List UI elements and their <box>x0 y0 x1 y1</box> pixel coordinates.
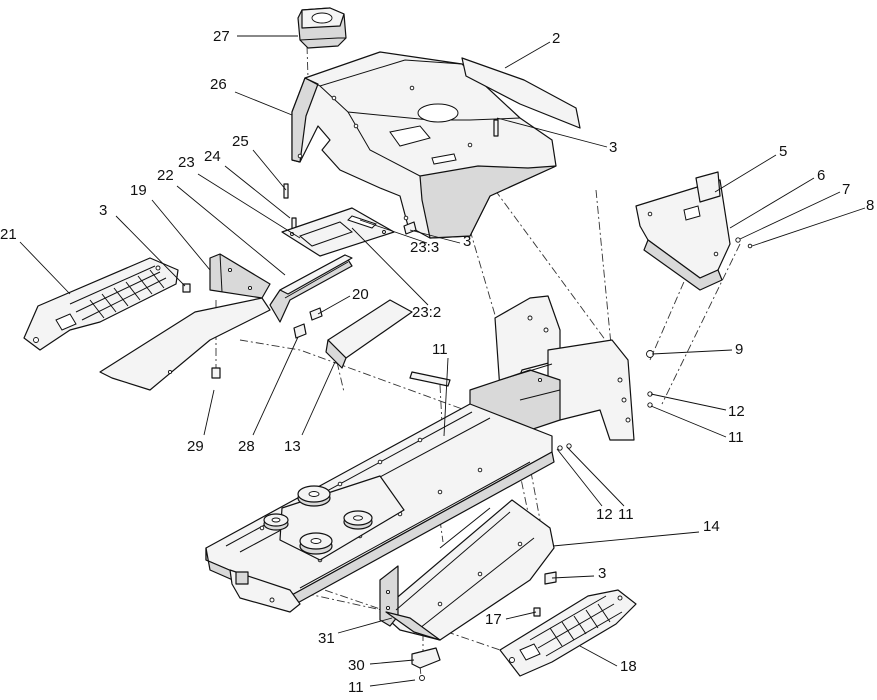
leader-line-c31 <box>337 617 393 634</box>
leader-line-c20 <box>317 295 351 315</box>
leader-line-c17 <box>505 611 537 620</box>
callout-label-c11a: 11 <box>432 341 448 358</box>
leader-line-c7 <box>739 191 841 240</box>
clip-part <box>411 647 441 681</box>
callout-label-c11c: 11 <box>618 506 634 523</box>
callout-layer: 27 2 26 3 25 5 24 23 6 22 7 19 8 3 21 23:3 3 20 23:2 9 11 12 1… <box>0 28 874 696</box>
leader-line-c3a <box>496 117 608 148</box>
callout-label-c8: 8 <box>866 197 874 214</box>
callout-label-c27: 27 <box>213 28 230 45</box>
leader-line-c28 <box>252 336 299 436</box>
upper-panel-part <box>281 207 395 257</box>
leader-line-c23_3 <box>359 219 428 244</box>
leader-line-c26 <box>234 91 293 116</box>
callout-label-c21: 21 <box>0 226 17 243</box>
callout-label-c3b: 3 <box>99 202 107 219</box>
callout-label-c14: 14 <box>703 518 720 535</box>
leader-line-c3b <box>115 215 186 287</box>
callout-label-c20: 20 <box>352 286 369 303</box>
console-cap-part <box>297 7 347 49</box>
leader-line-c11a <box>443 357 449 437</box>
callout-label-c3a: 3 <box>609 139 617 156</box>
callout-label-c12b: 12 <box>596 506 613 523</box>
callout-label-c23_3: 23:3 <box>410 239 439 256</box>
small-parts <box>211 307 323 379</box>
leader-line-c22 <box>176 185 286 276</box>
callout-label-c9: 9 <box>735 341 743 358</box>
callout-label-c18: 18 <box>620 658 637 675</box>
callout-label-c3c: 3 <box>463 233 471 250</box>
callout-label-c3d: 3 <box>598 565 606 582</box>
leader-line-c11d <box>369 679 416 687</box>
callout-label-c5: 5 <box>779 143 787 160</box>
callout-label-c19: 19 <box>130 182 147 199</box>
callout-label-c11b: 11 <box>728 429 744 446</box>
leader-line-c23 <box>197 173 301 239</box>
leader-line-c12b <box>556 448 603 507</box>
callout-label-c13: 13 <box>284 438 301 455</box>
leader-line-c21 <box>19 241 71 295</box>
leader-line-c29 <box>203 389 215 436</box>
leader-line-c23_2 <box>351 227 429 306</box>
leader-line-c14 <box>552 531 700 547</box>
leader-line-c18 <box>579 645 618 667</box>
callout-label-c24: 24 <box>204 148 221 165</box>
callout-label-c12a: 12 <box>728 403 745 420</box>
left-footrest-part <box>23 257 179 351</box>
engine-mounts <box>263 475 405 561</box>
cover-part <box>325 299 413 369</box>
floor-pan-part <box>379 499 555 641</box>
channel-part <box>269 254 353 323</box>
callout-label-c17: 17 <box>485 611 502 628</box>
leader-line-c3c <box>409 229 461 244</box>
leader-line-c24 <box>224 165 291 219</box>
leader-line-c5 <box>714 154 777 193</box>
callout-label-c23_2: 23:2 <box>412 304 441 321</box>
callout-label-c28: 28 <box>238 438 255 455</box>
leader-line-c25 <box>252 149 287 191</box>
side-shield-part <box>635 171 753 291</box>
leader-line-c3d <box>551 575 595 579</box>
callout-label-c26: 26 <box>210 76 227 93</box>
callout-label-c11d: 11 <box>348 679 364 696</box>
callout-label-c22: 22 <box>157 167 174 184</box>
leader-line-c11c <box>566 446 625 507</box>
callout-label-c29: 29 <box>187 438 204 455</box>
leader-line-c13 <box>301 361 336 436</box>
leader-line-c9 <box>651 349 733 355</box>
side-bracket-part <box>99 253 271 391</box>
leader-line-c2 <box>504 41 551 69</box>
leader-line-c11b <box>650 405 727 438</box>
leader-line-c8 <box>751 207 866 247</box>
callout-label-c6: 6 <box>817 167 825 184</box>
leader-line-c19 <box>151 199 211 271</box>
leader-line-c12a <box>650 393 727 411</box>
leader-line-c30 <box>369 659 415 665</box>
callout-label-c23: 23 <box>178 154 195 171</box>
decal-strip-part <box>461 57 581 129</box>
right-footrest-part <box>499 589 637 677</box>
callout-label-c7: 7 <box>842 181 850 198</box>
leader-line-c6 <box>729 177 815 229</box>
callout-label-c25: 25 <box>232 133 249 150</box>
callout-label-c31: 31 <box>318 630 335 647</box>
callout-label-c2: 2 <box>552 30 560 47</box>
callout-label-c30: 30 <box>348 657 365 674</box>
